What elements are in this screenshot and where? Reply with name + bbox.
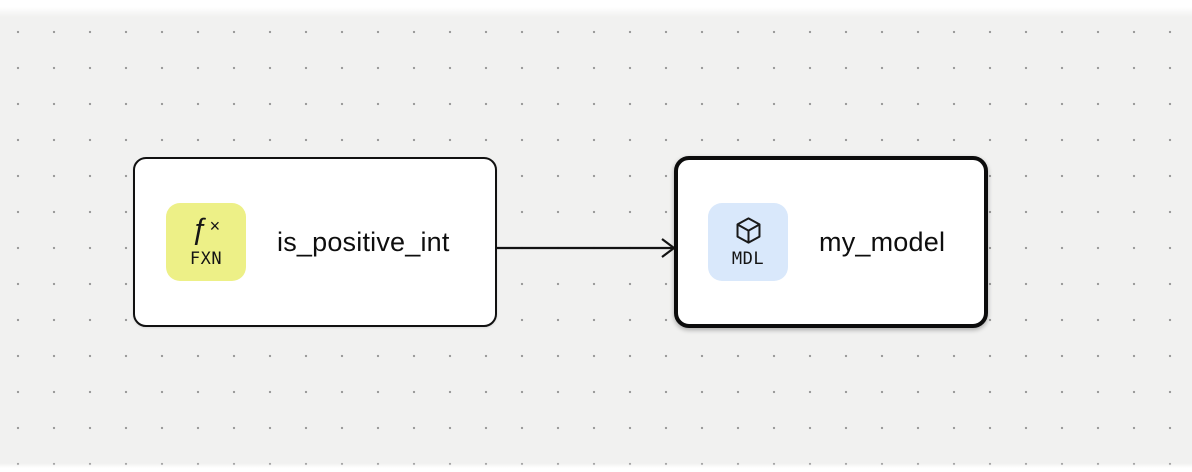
function-icon-f: ƒ [191,213,209,247]
edge-arrow[interactable] [495,234,679,262]
node-label-is-positive-int: is_positive_int [277,226,450,257]
function-icon-x: × [209,216,221,237]
model-type-badge: MDL [708,203,788,281]
node-my-model[interactable]: MDL my_model [674,156,988,328]
node-is-positive-int[interactable]: ƒ× FXN is_positive_int [133,157,497,327]
badge-label-mdl: MDL [731,248,765,269]
cube-icon [736,217,760,244]
function-type-badge: ƒ× FXN [166,203,246,281]
badge-label-fxn: FXN [189,248,223,269]
node-label-my-model: my_model [819,226,946,257]
function-icon: ƒ× [192,215,220,246]
canvas-bottom-fade [0,463,1192,472]
canvas-top-fade [0,0,1192,17]
